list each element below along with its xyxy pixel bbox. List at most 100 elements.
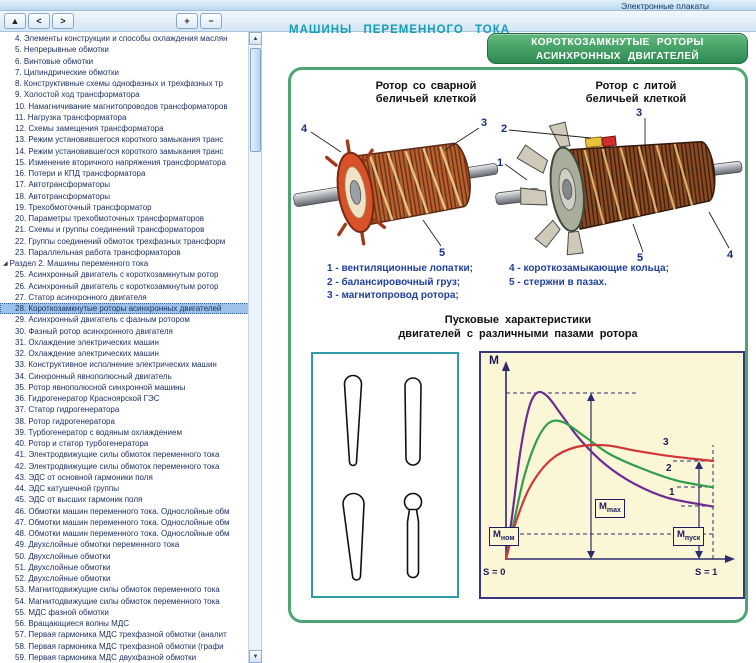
sidebar-item[interactable]: 9. Холостой ход трансформатора xyxy=(0,89,249,100)
sidebar-item-label: Раздел 2. Машины переменного тока xyxy=(9,259,149,268)
sidebar-item[interactable]: 6. Винтовые обмотки xyxy=(0,56,249,67)
sidebar-item[interactable]: 32. Охлаждение электрических машин xyxy=(0,348,249,359)
collapse-panel-button[interactable]: ▲ xyxy=(4,13,26,29)
sidebar-item-label: 52. Двухслойные обмотки xyxy=(15,574,111,583)
x-axis-right-label: S = 1 xyxy=(695,567,718,578)
sidebar-item[interactable]: 19. Трехобмоточный трансформатор xyxy=(0,202,249,213)
sidebar-item[interactable]: 48. Обмотки машин переменного тока. Одно… xyxy=(0,528,249,539)
rotor-cast-illustration: 2 1 3 5 4 xyxy=(495,107,743,262)
sidebar-item[interactable]: 53. Магнитодвижущие силы обмоток перемен… xyxy=(0,584,249,595)
mmax-symbol: M xyxy=(599,501,607,512)
sidebar-item[interactable]: 7. Цилиндрические обмотки xyxy=(0,67,249,78)
sidebar-item[interactable]: 25. Асинхронный двигатель с короткозамкн… xyxy=(0,269,249,280)
next-poster-button[interactable]: > xyxy=(52,13,74,29)
rotor-bars xyxy=(583,143,694,225)
mpusk-symbol: M xyxy=(677,529,685,540)
sidebar-item[interactable]: 28. Короткозамкнутые роторы асинхронных … xyxy=(0,303,249,315)
sidebar-item-label: 14. Режим установившегося короткого замы… xyxy=(15,146,224,156)
sidebar-item[interactable]: 31. Охлаждение электрических машин xyxy=(0,337,249,348)
tree-expand-icon[interactable]: ◢ xyxy=(3,261,8,267)
curve-label-3: 3 xyxy=(663,437,669,448)
sidebar-item[interactable]: 14. Режим установившегося короткого замы… xyxy=(0,146,249,157)
callout-number: 4 xyxy=(727,249,734,261)
sidebar-item[interactable]: 44. ЭДС катушечной группы xyxy=(0,483,249,494)
sidebar-item[interactable]: 51. Двухслойные обмотки xyxy=(0,562,249,573)
sidebar-item[interactable]: 59. Первая гармоника МДС двухфазной обмо… xyxy=(0,652,249,663)
sidebar-item[interactable]: 20. Параметры трехобмоточных трансформат… xyxy=(0,213,249,224)
sidebar-item[interactable]: 15. Изменение вторичного напряжения тран… xyxy=(0,157,249,168)
sidebar-item[interactable]: 11. Нагрузка трансформатора xyxy=(0,112,249,123)
rotor-welded-heading-line1: Ротор со сварной xyxy=(375,80,477,92)
sidebar-item[interactable]: 34. Синхронный явнополюсный двигатель xyxy=(0,371,249,382)
sidebar-item-label: 7. Цилиндрические обмотки xyxy=(15,67,119,77)
slot-shape-double-cage-body xyxy=(406,508,420,579)
sidebar-item-label: 36. Гидрогенератор Красноярской ГЭС xyxy=(15,394,160,403)
sidebar-item-label: 19. Трехобмоточный трансформатор xyxy=(15,202,152,212)
zoom-out-button[interactable]: − xyxy=(200,13,222,29)
sidebar-item[interactable]: 54. Магнитодвижущие силы обмоток перемен… xyxy=(0,596,249,607)
callout-number: 4 xyxy=(301,123,308,135)
sidebar-item-label: 59. Первая гармоника МДС двухфазной обмо… xyxy=(15,652,197,662)
sidebar-item[interactable]: 37. Статор гидрогенератора xyxy=(0,404,249,415)
sidebar-item[interactable]: 16. Потери и КПД трансформатора xyxy=(0,168,249,179)
sidebar-item[interactable]: 40. Ротор и статор турбогенератора xyxy=(0,438,249,449)
sidebar-item[interactable]: 47. Обмотки машин переменного тока. Одно… xyxy=(0,517,249,528)
sidebar-item[interactable]: 12. Схемы замещения трансформатора xyxy=(0,123,249,134)
sidebar-item[interactable]: 27. Статор асинхронного двигателя xyxy=(0,292,249,303)
curve-label-2: 2 xyxy=(666,463,672,474)
chart-section-heading-line1: Пусковые характеристики xyxy=(444,314,592,326)
sidebar-section-item[interactable]: ◢Раздел 2. Машины переменного тока xyxy=(0,258,249,269)
sidebar-item-label: 51. Двухслойные обмотки xyxy=(15,562,111,572)
sidebar-scrollbar[interactable]: ▲ ▼ xyxy=(248,32,262,663)
sidebar-item[interactable]: 26. Асинхронный двигатель с короткозамкн… xyxy=(0,281,249,292)
sidebar-item[interactable]: 46. Обмотки машин переменного тока. Одно… xyxy=(0,506,249,517)
shaft-hole xyxy=(349,180,362,205)
prev-poster-button[interactable]: < xyxy=(28,13,50,29)
sidebar-item[interactable]: 22. Группы соединений обмоток трехфазных… xyxy=(0,236,249,247)
legend-item: 2 - балансировочный груз; xyxy=(327,276,461,288)
sidebar-item[interactable]: 8. Конструктивные схемы однофазных и тре… xyxy=(0,78,249,89)
sidebar-item[interactable]: 43. ЭДС от основной гармоники поля xyxy=(0,472,249,483)
sidebar-item-label: 13. Режим установившегося короткого замы… xyxy=(15,135,224,145)
callout-number: 3 xyxy=(636,107,642,119)
sidebar-item[interactable]: 45. ЭДС от высших гармоник поля xyxy=(0,494,249,505)
sidebar-item-label: 23. Параллельная работа трансформаторов xyxy=(15,247,181,257)
sidebar-item[interactable]: 42. Электродвижущие силы обмоток перемен… xyxy=(0,461,249,472)
legend-item: 3 - магнитопровод ротора; xyxy=(327,290,459,301)
scroll-down-button[interactable]: ▼ xyxy=(249,650,262,663)
sidebar-item[interactable]: 4. Элементы конструкции и способы охлажд… xyxy=(0,33,249,44)
sidebar-item[interactable]: 10. Намагничивание магнитопроводов транс… xyxy=(0,101,249,112)
sidebar-item-label: 49. Двухслойные обмотки переменного тока xyxy=(15,540,180,550)
sidebar-item[interactable]: 50. Двухслойные обмотки xyxy=(0,551,249,562)
sidebar-item[interactable]: 30. Фазный ротор асинхронного двигателя xyxy=(0,326,249,337)
sidebar-item[interactable]: 21. Схемы и группы соединений трансформа… xyxy=(0,224,249,235)
sidebar-list: 4. Элементы конструкции и способы охлажд… xyxy=(0,32,249,663)
chevron-right-icon: > xyxy=(60,15,66,26)
sidebar-item-label: 28. Короткозамкнутые роторы асинхронных … xyxy=(15,304,222,313)
sidebar-item[interactable]: 58. Первая гармоника МДС трехфазной обмо… xyxy=(0,641,249,652)
sidebar-item[interactable]: 35. Ротор явнополюсной синхронной машины xyxy=(0,382,249,393)
sidebar-item[interactable]: 38. Ротор гидрогенератора xyxy=(0,416,249,427)
sidebar-item[interactable]: 29. Асинхронный двигатель с фазным ротор… xyxy=(0,314,249,325)
mnom-symbol: M xyxy=(493,529,501,540)
scrollbar-thumb[interactable] xyxy=(250,48,261,152)
sidebar-item-label: 55. МДС фазной обмотки xyxy=(15,607,109,617)
sidebar-item[interactable]: 17. Автотрансформаторы xyxy=(0,179,249,190)
sidebar-item[interactable]: 56. Вращающиеся волны МДС xyxy=(0,618,249,629)
sidebar-item[interactable]: 23. Параллельная работа трансформаторов xyxy=(0,247,249,258)
zoom-in-button[interactable]: + xyxy=(176,13,198,29)
sidebar-item[interactable]: 39. Турбогенератор с водяным охлаждением xyxy=(0,427,249,438)
sidebar-item[interactable]: 13. Режим установившегося короткого замы… xyxy=(0,134,249,145)
sidebar-item-label: 21. Схемы и группы соединений трансформа… xyxy=(15,225,205,235)
scroll-up-button[interactable]: ▲ xyxy=(249,32,262,45)
poster-title-line2: АСИНХРОННЫХ ДВИГАТЕЛЕЙ xyxy=(535,51,700,62)
sidebar-item[interactable]: 57. Первая гармоника МДС трехфазной обмо… xyxy=(0,629,249,640)
sidebar-item[interactable]: 49. Двухслойные обмотки переменного тока xyxy=(0,539,249,550)
sidebar-item[interactable]: 33. Конструктивное исполнение электричес… xyxy=(0,359,249,370)
sidebar-item[interactable]: 52. Двухслойные обмотки xyxy=(0,573,249,584)
sidebar-item[interactable]: 41. Электродвижущие силы обмоток перемен… xyxy=(0,449,249,460)
sidebar-item[interactable]: 5. Непрерывные обмотки xyxy=(0,44,249,55)
sidebar-item[interactable]: 55. МДС фазной обмотки xyxy=(0,607,249,618)
sidebar-item[interactable]: 18. Автотрансформаторы xyxy=(0,191,249,202)
sidebar-item[interactable]: 36. Гидрогенератор Красноярской ГЭС xyxy=(0,393,249,404)
